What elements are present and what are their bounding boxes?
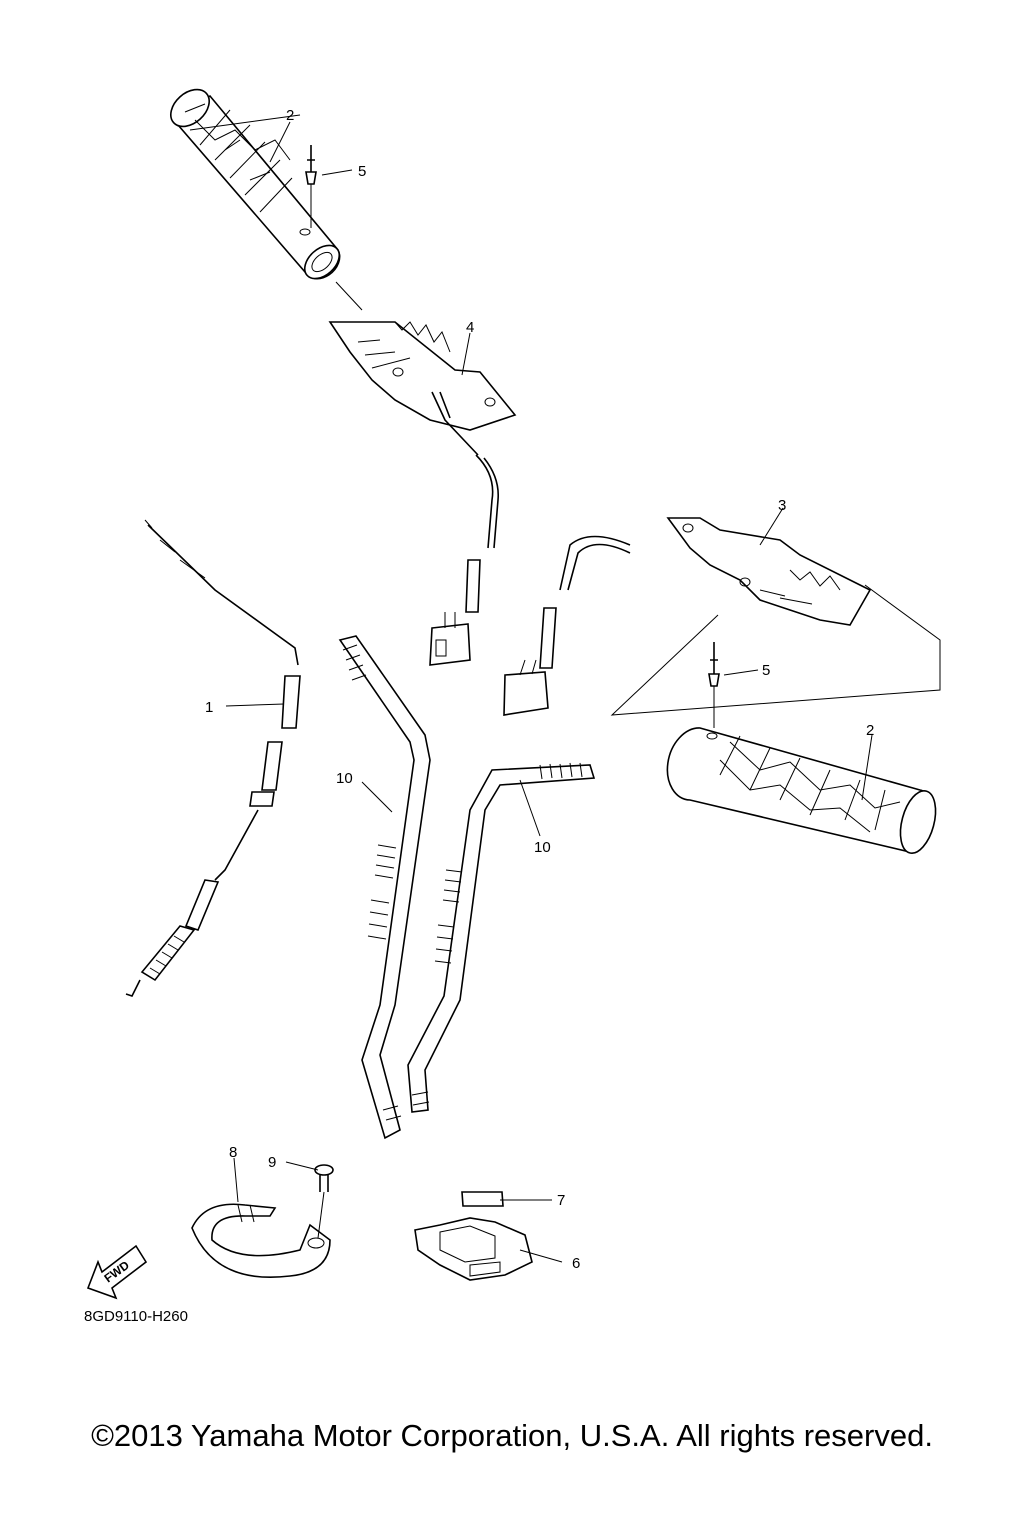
copyright-notice: ©2013 Yamaha Motor Corporation, U.S.A. A… xyxy=(91,1418,933,1453)
switch-housing xyxy=(414,1217,533,1281)
wire-connector-right xyxy=(503,535,631,716)
callout-10-right: 10 xyxy=(534,839,551,856)
heater-element-right xyxy=(610,517,941,716)
rivet-upper xyxy=(305,145,317,228)
callout-8: 8 xyxy=(229,1144,237,1161)
callout-3: 3 xyxy=(778,497,786,514)
callout-9: 9 xyxy=(268,1154,276,1171)
fwd-arrow-icon: FWD xyxy=(86,1244,148,1300)
cover-bracket xyxy=(191,1203,331,1278)
wire-connector-upper xyxy=(429,454,500,666)
grip-right xyxy=(666,727,937,854)
callout-6: 6 xyxy=(572,1255,580,1272)
callout-1: 1 xyxy=(205,699,213,716)
handlebar-right xyxy=(407,762,596,1113)
callout-7: 7 xyxy=(557,1192,565,1209)
callout-5-right: 5 xyxy=(762,662,770,679)
callout-10-left: 10 xyxy=(336,770,353,787)
heater-element-upper xyxy=(328,321,517,456)
rivet-right xyxy=(708,642,720,728)
drawing-code: 8GD9110-H260 xyxy=(84,1308,188,1325)
screw xyxy=(314,1164,334,1239)
throttle-cable xyxy=(125,519,301,997)
pad xyxy=(461,1191,504,1207)
handlebar-left xyxy=(338,635,431,1140)
callout-2-right: 2 xyxy=(866,722,874,739)
callout-2-upper: 2 xyxy=(286,107,294,124)
callout-5-upper: 5 xyxy=(358,163,366,180)
grip-left xyxy=(170,88,341,280)
callout-4: 4 xyxy=(466,319,474,336)
leader-lines xyxy=(225,121,873,1263)
